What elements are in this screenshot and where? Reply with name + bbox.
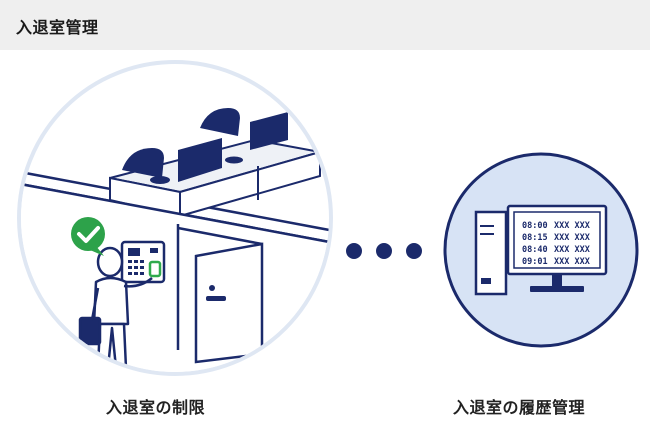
history-management-illustration: 08:00 XXX XXX 08:15 XXX XXX 08:40 XXX XX… [443, 152, 639, 348]
chair-icon [200, 108, 240, 136]
entry-restriction-illustration [17, 60, 333, 376]
page-title: 入退室管理 [16, 18, 99, 37]
log-time: 08:15 [522, 233, 548, 243]
monitor-icon [506, 204, 608, 292]
office-desks [109, 108, 321, 218]
log-name: XXX XXX [554, 245, 590, 255]
pc-tower-icon [474, 210, 508, 296]
access-control-diagram: 08:00 XXX XXX 08:15 XXX XXX 08:40 XXX XX… [17, 60, 639, 376]
check-badge-icon [71, 217, 105, 256]
monitor-icon [250, 112, 288, 150]
log-time: 09:01 [522, 257, 548, 267]
briefcase-icon [78, 316, 102, 346]
log-time: 08:00 [522, 221, 548, 231]
log-name: XXX XXX [554, 221, 590, 231]
connection-dots [346, 243, 422, 259]
header-bar: 入退室管理 [0, 0, 650, 50]
log-name: XXX XXX [554, 257, 590, 267]
entry-restriction-caption: 入退室の制限 [106, 398, 206, 417]
access-log: 08:00 XXX XXX 08:15 XXX XXX 08:40 XXX XX… [522, 221, 590, 267]
log-time: 08:40 [522, 245, 548, 255]
door-handle [206, 296, 226, 301]
access-keypad [120, 240, 166, 284]
card-sensor [148, 260, 162, 278]
chair-icon [122, 148, 164, 178]
history-management-caption: 入退室の履歴管理 [453, 398, 586, 417]
monitor-icon [178, 138, 222, 182]
log-name: XXX XXX [554, 233, 590, 243]
door [194, 242, 264, 364]
